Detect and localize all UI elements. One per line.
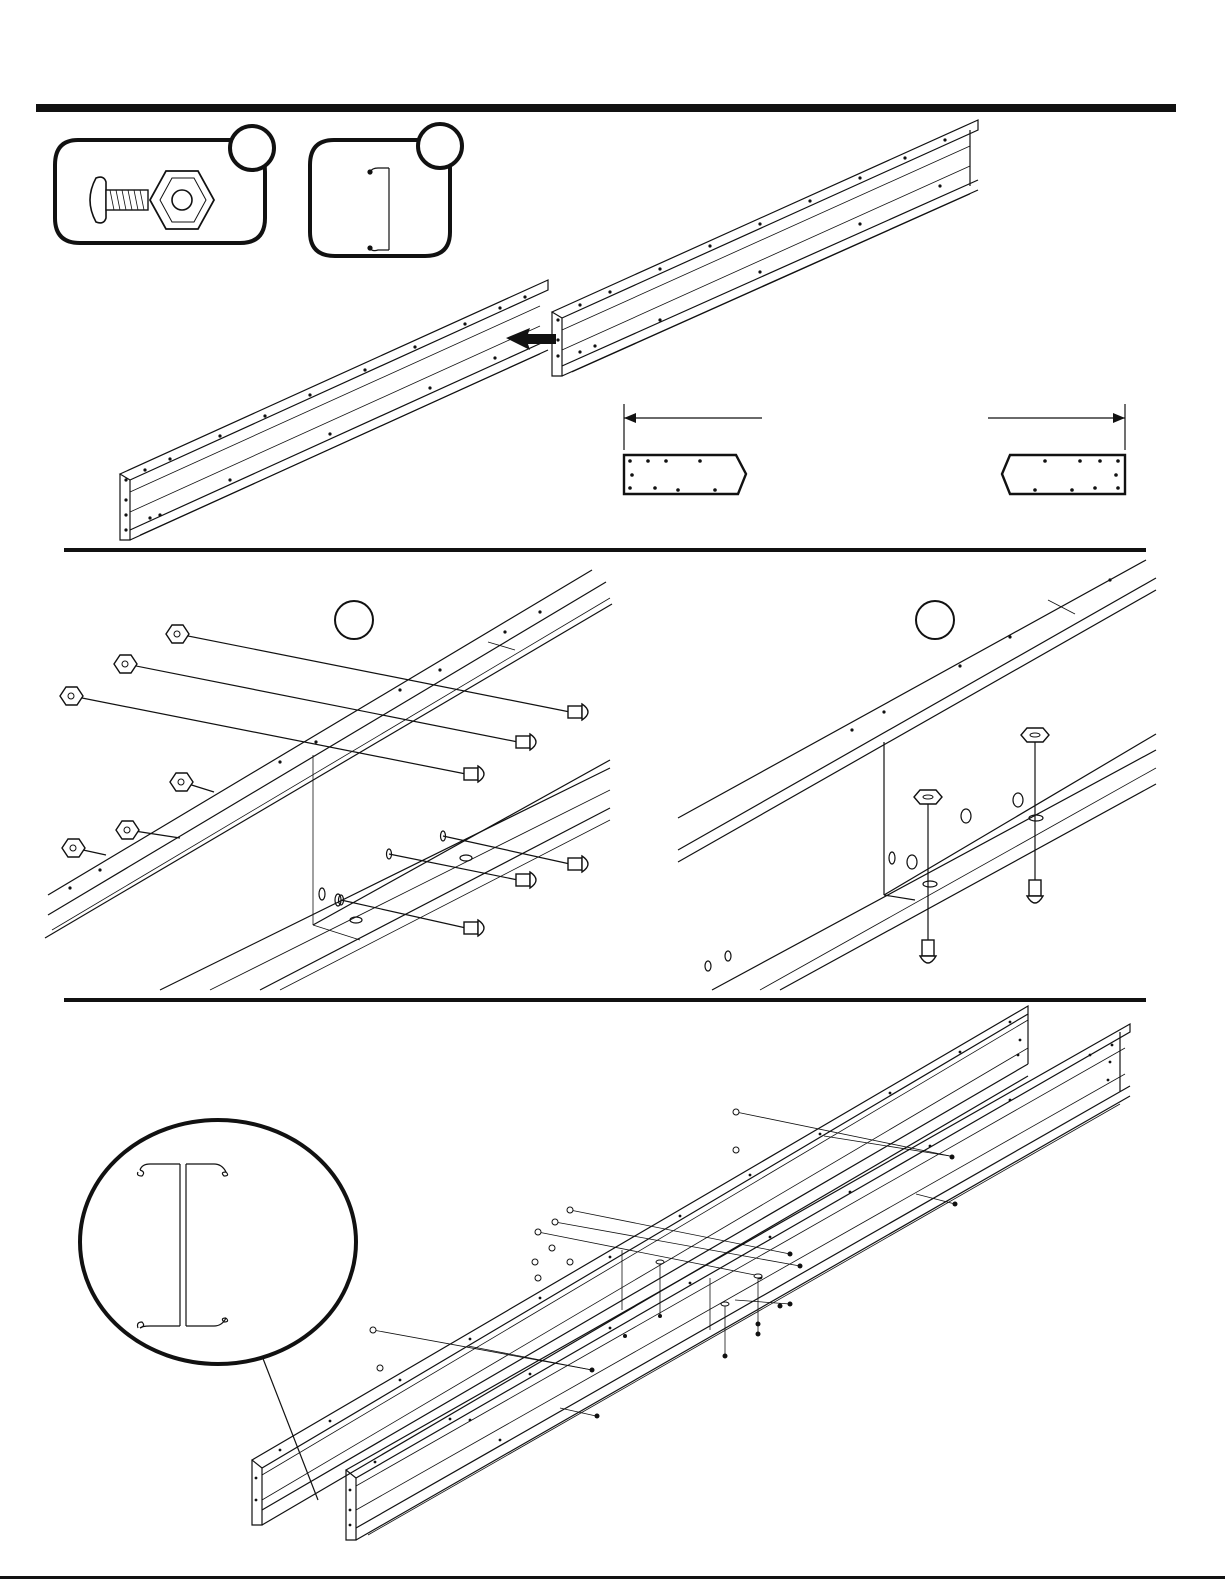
header-bar: [36, 104, 1176, 112]
bolt-icon: [920, 880, 1043, 963]
hardware-callout-i-beam: [310, 124, 462, 256]
rail-end-left: [624, 455, 746, 494]
divider-line-2: [64, 998, 1146, 1002]
callout-number-circle-2: [418, 124, 462, 168]
callout-number-circle-1: [230, 126, 274, 170]
insertion-arrow: [506, 328, 556, 350]
rail-end-right: [1002, 455, 1125, 494]
rail-section-left: [120, 280, 548, 540]
detail-label-circle-1: [335, 601, 373, 639]
dimension-diagram: [624, 404, 1125, 494]
hardware-callout-bolt-nut: [55, 126, 274, 243]
bolt-icon: [464, 704, 588, 936]
full-rail-assembly: [80, 1006, 1130, 1540]
detail-label-circle-2: [916, 601, 954, 639]
nut-icon: [914, 728, 1049, 804]
nut-icon: [60, 625, 193, 857]
detail-panel-right: [678, 560, 1156, 990]
divider-line-1: [64, 548, 1146, 552]
rail-section-right: [552, 120, 978, 376]
detail-panel-left: [45, 570, 612, 990]
i-beam-zoom-circle: [80, 1120, 356, 1364]
footer-line: [0, 1576, 1225, 1579]
